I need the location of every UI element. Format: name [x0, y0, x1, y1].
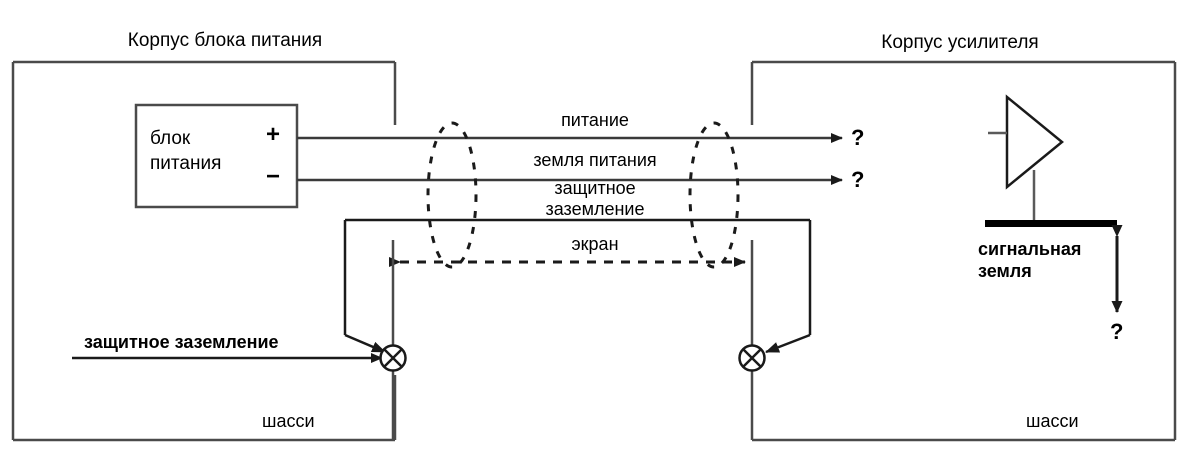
- protective-earth-label-line2: заземление: [545, 199, 645, 219]
- power-supply-label-line2: питания: [150, 153, 222, 174]
- power-supply-label-line1: блок: [150, 128, 191, 149]
- signal-ground-label-line2: земля: [978, 261, 1032, 281]
- shield-connection: [389, 240, 754, 440]
- shield-label: экран: [571, 234, 619, 254]
- chassis-label-left: шасси: [262, 411, 315, 431]
- protective-earth-label-line1: защитное: [554, 178, 636, 198]
- signal-ground-bar: [985, 220, 1117, 227]
- power-question-mark: ?: [851, 125, 865, 150]
- power-wires: [297, 133, 843, 185]
- power-supply-box: [134, 103, 299, 209]
- minus-terminal-label: −: [266, 163, 281, 190]
- protective-earth-conductor: [343, 218, 812, 354]
- cable-bundle-oval-right: [688, 121, 740, 269]
- power-ground-wire-label: земля питания: [533, 150, 657, 170]
- power-wire-label: питание: [561, 110, 629, 130]
- amplifier-symbol: [988, 94, 1064, 224]
- right-enclosure-outline: [750, 60, 1177, 442]
- right-enclosure-title: Корпус усилителя: [881, 32, 1039, 53]
- protective-earth-input-label: защитное заземление: [84, 332, 279, 352]
- signal-ground-label-line1: сигнальная: [978, 239, 1082, 259]
- signal-ground-gap-question-mark: ?: [1110, 319, 1124, 344]
- plus-terminal-label: +: [266, 121, 281, 148]
- ground-bond-point-right: [738, 344, 766, 372]
- left-enclosure-title: Корпус блока питания: [127, 30, 323, 51]
- chassis-label-right: шасси: [1026, 411, 1079, 431]
- ground-bond-point-left: [379, 344, 407, 372]
- power-ground-question-mark: ?: [851, 167, 865, 192]
- cable-bundle-oval-left: [426, 121, 478, 269]
- left-enclosure-outline: [11, 60, 397, 442]
